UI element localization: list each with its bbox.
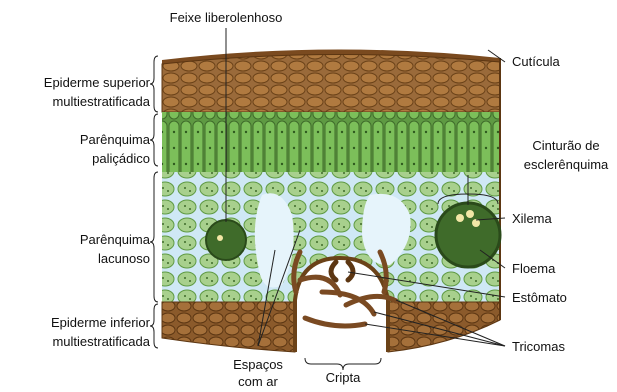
- label-lower-epidermis-2: multiestratificada: [52, 334, 150, 349]
- label-spongy-2: lacunoso: [98, 251, 150, 266]
- brace-upper-epidermis: [150, 56, 158, 112]
- label-estomato: Estômato: [512, 290, 567, 305]
- label-spongy-1: Parênquima: [80, 232, 151, 247]
- vascular-bundle-right-xylem: [456, 214, 464, 222]
- label-xilema: Xilema: [512, 211, 553, 226]
- brace-palisade: [150, 114, 158, 166]
- label-feixe-liberolenhoso: Feixe liberolenhoso: [170, 10, 283, 25]
- vascular-bundle-left: [206, 220, 246, 260]
- lower-epidermis-left: [162, 302, 295, 352]
- label-air-spaces-2: com ar: [238, 374, 278, 389]
- brace-crypt: [305, 358, 381, 370]
- label-air-spaces-1: Espaços: [233, 357, 283, 372]
- label-palisade-1: Parênquima: [80, 132, 151, 147]
- palisade-parenchyma: [162, 112, 500, 172]
- label-palisade-2: paliçádico: [92, 151, 150, 166]
- label-cuticula: Cutícula: [512, 54, 560, 69]
- lower-epidermis-right: [388, 302, 500, 352]
- leaf-block: [162, 49, 500, 352]
- brace-spongy: [150, 172, 158, 302]
- label-tricomas: Tricomas: [512, 339, 565, 354]
- label-sclerenchyma-2: esclerênquima: [524, 157, 609, 172]
- label-floema: Floema: [512, 261, 556, 276]
- label-lower-epidermis-1: Epiderme inferior: [51, 315, 151, 330]
- vascular-bundle-left-xylem: [217, 235, 223, 241]
- label-upper-epidermis-2: multiestratificada: [52, 94, 150, 109]
- label-sclerenchyma-1: Cinturão de: [532, 138, 599, 153]
- vascular-bundle-right-xylem: [466, 210, 474, 218]
- label-cripta: Cripta: [326, 370, 361, 385]
- brace-lower-epidermis: [150, 304, 158, 348]
- upper-epidermis: [162, 54, 500, 112]
- label-upper-epidermis-1: Epiderme superior: [44, 75, 151, 90]
